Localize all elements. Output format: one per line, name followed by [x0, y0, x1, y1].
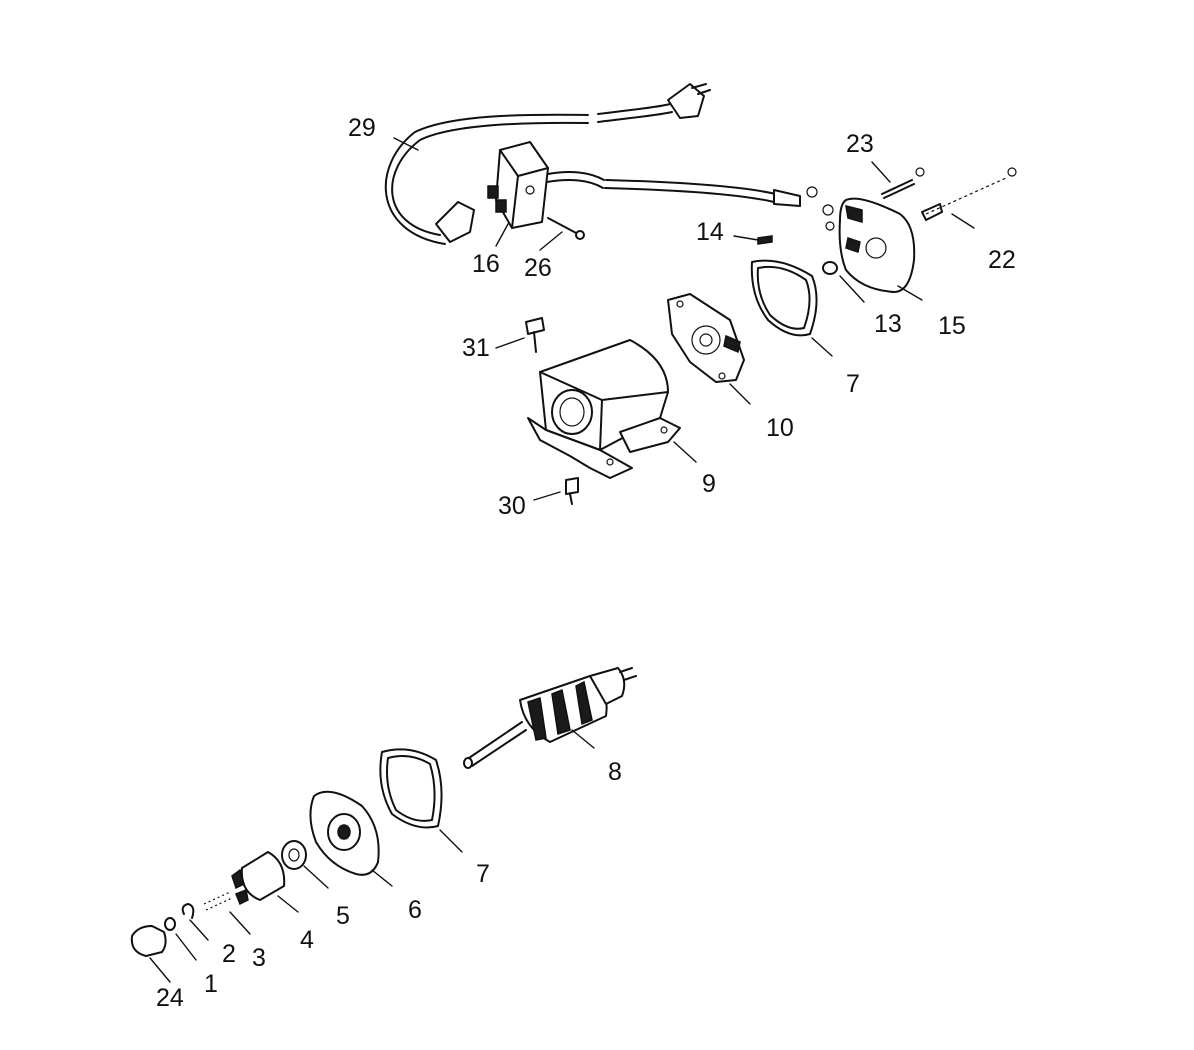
callout-7-upper: 7 — [846, 370, 860, 398]
callout-30: 30 — [498, 492, 526, 520]
part-30-fitting — [565, 477, 579, 505]
callout-31: 31 — [462, 334, 490, 362]
part-9-motor-housing — [527, 339, 681, 479]
leader-5 — [303, 865, 329, 889]
part-22-bolt — [921, 167, 1017, 221]
leader-22 — [951, 213, 975, 229]
leader-3 — [229, 911, 251, 935]
leader-30 — [533, 491, 561, 501]
callout-14: 14 — [696, 218, 724, 246]
terminal-hardware — [806, 186, 835, 231]
callout-16: 16 — [472, 250, 500, 278]
part-7-gasket-lower — [379, 748, 443, 829]
leader-31 — [495, 337, 525, 349]
callout-23: 23 — [846, 130, 874, 158]
part-16-switch-box — [487, 141, 801, 229]
part-8-armature — [463, 667, 637, 769]
leader-29 — [393, 137, 419, 151]
part-26-screw — [547, 217, 585, 240]
part-10-brush-plate — [667, 293, 745, 383]
leader-2 — [189, 919, 209, 941]
callout-9: 9 — [702, 470, 716, 498]
leader-7a — [811, 337, 833, 357]
callout-6: 6 — [408, 896, 422, 924]
callout-13: 13 — [874, 310, 902, 338]
callout-8: 8 — [608, 758, 622, 786]
callout-3: 3 — [252, 944, 266, 972]
part-13-washer — [822, 261, 838, 275]
callout-5: 5 — [336, 902, 350, 930]
leader-13 — [839, 275, 865, 303]
leader-lines — [149, 137, 975, 983]
callout-7-lower: 7 — [476, 860, 490, 888]
part-7-gasket-upper — [750, 259, 818, 337]
leader-1 — [175, 933, 197, 961]
part-2-retainer — [181, 903, 195, 919]
callout-22: 22 — [988, 246, 1016, 274]
leader-8 — [571, 729, 595, 749]
part-24-end-cap — [130, 925, 167, 957]
leader-6 — [371, 869, 393, 887]
leader-24 — [149, 957, 171, 983]
part-15-end-cover — [838, 197, 916, 293]
leader-26 — [539, 231, 563, 251]
part-3-spring — [203, 891, 233, 911]
leader-10 — [729, 383, 751, 405]
part-29-power-cord — [384, 83, 711, 245]
part-6-end-cover — [309, 790, 380, 876]
callout-26: 26 — [524, 254, 552, 282]
part-23-bolt — [881, 167, 925, 199]
callout-1: 1 — [204, 970, 218, 998]
leader-9 — [673, 441, 697, 463]
callout-29: 29 — [348, 114, 376, 142]
callout-15: 15 — [938, 312, 966, 340]
leader-15 — [897, 285, 923, 301]
callout-labels: 29 23 14 16 26 22 13 15 31 7 10 9 30 8 7… — [156, 114, 1016, 1012]
part-31-bolt — [525, 317, 545, 353]
callout-4: 4 — [300, 926, 314, 954]
callout-2: 2 — [222, 940, 236, 968]
leader-14 — [733, 235, 759, 241]
part-4-drive-pinion — [231, 851, 286, 906]
callout-10: 10 — [766, 414, 794, 442]
leader-4 — [277, 895, 299, 913]
leader-23 — [871, 161, 891, 183]
part-5-spacer — [281, 840, 307, 870]
part-14-screw — [757, 235, 773, 245]
part-1-clip — [164, 917, 176, 931]
leader-7b — [439, 829, 463, 853]
leader-16 — [495, 223, 509, 247]
callout-24: 24 — [156, 984, 184, 1012]
